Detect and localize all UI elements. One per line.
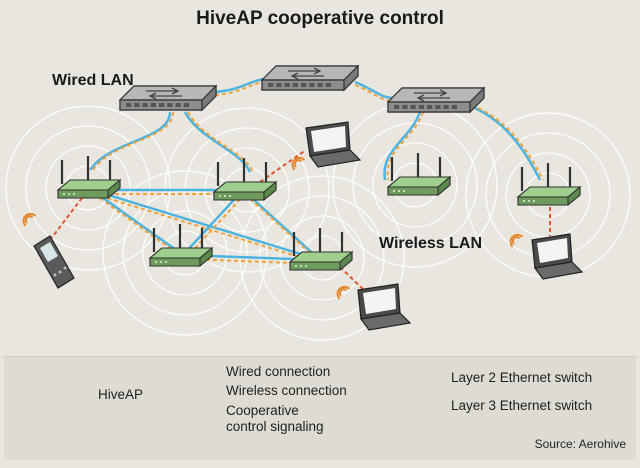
wired-connection (182, 189, 244, 256)
switches (118, 64, 486, 114)
cooperative-signaling (477, 107, 544, 181)
hiveap (386, 153, 452, 197)
hiveap (288, 228, 354, 272)
legend-layer3-label: Layer 3 Ethernet switch (451, 398, 593, 413)
wifi-signal-icon (291, 156, 306, 171)
wireless-connection (259, 149, 307, 183)
client-laptop-top (305, 121, 362, 168)
cooperative-signaling (214, 80, 276, 96)
source-credit: Source: Aerohive (534, 437, 626, 451)
client-phone (33, 235, 75, 289)
wired-connection (89, 111, 172, 171)
layer2-switch (386, 86, 486, 114)
diagram-title: HiveAP cooperative control (196, 8, 444, 29)
wired-connection (474, 106, 542, 181)
coverage-ring (45, 145, 131, 231)
wired-connection (183, 111, 252, 173)
legend-wireless-label: Wireless connection (226, 383, 347, 398)
hiveap (148, 224, 214, 268)
client-laptop-right (531, 233, 584, 280)
cooperative-signaling (187, 111, 254, 173)
hiveap (516, 163, 582, 207)
legend-wired-label: Wired connection (226, 364, 331, 379)
coverage-ring (25, 125, 151, 251)
layer3-switch (260, 64, 360, 92)
wireless-lan-label: Wireless LAN (379, 235, 482, 252)
wifi-signal-icon (22, 212, 37, 227)
client-laptop-bottom (357, 283, 412, 331)
wired-connection (242, 189, 321, 261)
wifi-signal-icon (509, 233, 524, 248)
legend-panel (4, 356, 636, 460)
access-points (56, 153, 582, 272)
legend-hiveap-label: HiveAP (98, 387, 144, 402)
hiveap (56, 156, 122, 200)
wired-connection (383, 111, 422, 181)
coverage-ring (142, 210, 228, 296)
cooperative-signaling (354, 84, 396, 102)
legend-coop-label-2: control signaling (226, 419, 324, 434)
wifi-signal-icons (22, 156, 524, 300)
cooperative-signaling (92, 111, 174, 171)
wired-connection (91, 189, 184, 256)
wired-lan-label: Wired LAN (52, 72, 134, 89)
wired-connection (91, 188, 321, 262)
legend-layer2-label: Layer 2 Ethernet switch (451, 370, 593, 385)
wifi-signal-icon (336, 285, 351, 300)
wireless-connection (49, 197, 83, 241)
coverage-ring (372, 142, 458, 228)
hiveap (212, 158, 278, 202)
legend-coop-label-1: Cooperative (226, 403, 299, 418)
coverage-ring (5, 105, 171, 271)
coverage-ring (102, 170, 268, 336)
layer2-switch (118, 84, 218, 112)
cooperative-signaling (386, 111, 424, 181)
